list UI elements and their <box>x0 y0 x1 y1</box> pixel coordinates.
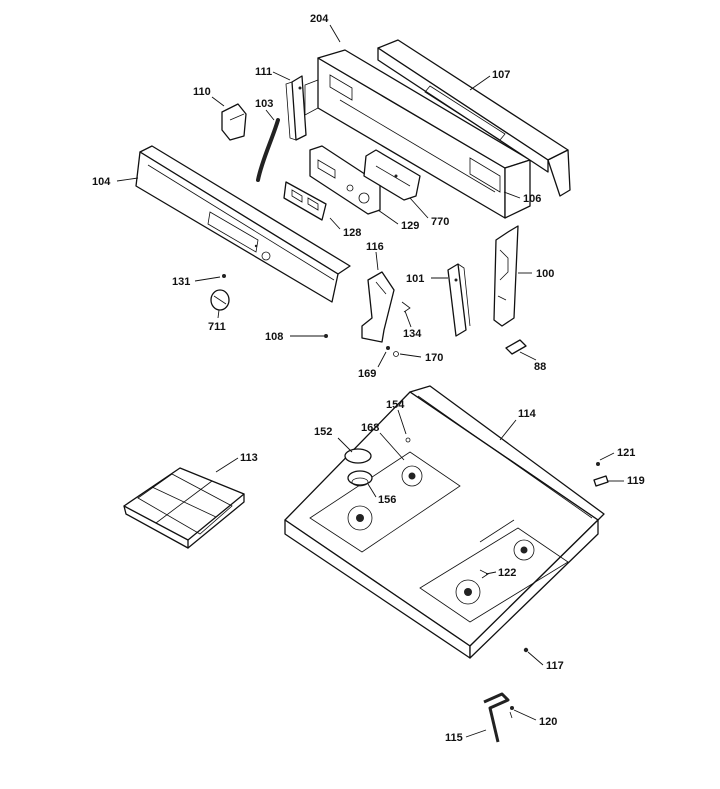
label-103: 103 <box>255 98 273 110</box>
label-110: 110 <box>193 86 211 98</box>
label-107: 107 <box>492 69 510 81</box>
leader-lines <box>116 24 624 738</box>
label-169: 169 <box>358 368 376 380</box>
label-122: 122 <box>498 567 516 579</box>
label-88: 88 <box>534 361 546 373</box>
control-knob <box>210 289 230 311</box>
label-131: 131 <box>172 276 190 288</box>
label-129: 129 <box>401 220 419 232</box>
burner-head-cap <box>344 437 411 487</box>
label-204: 204 <box>310 13 329 25</box>
label-108: 108 <box>265 331 283 343</box>
side-bracket-right <box>447 263 471 337</box>
gas-filter-bracket <box>361 271 395 343</box>
control-panel <box>135 145 351 303</box>
backsplash-panel <box>304 49 531 219</box>
grate <box>123 467 245 549</box>
label-152: 152 <box>314 426 332 438</box>
side-bracket-left <box>285 75 307 141</box>
end-panel <box>493 225 519 327</box>
small-parts <box>222 274 411 357</box>
label-101: 101 <box>406 273 424 285</box>
top-trim <box>377 39 571 197</box>
label-120: 120 <box>539 716 557 728</box>
label-170: 170 <box>425 352 443 364</box>
label-711: 711 <box>208 321 226 333</box>
spacer <box>505 339 527 355</box>
switch-board <box>283 181 327 221</box>
cooktop <box>284 385 605 659</box>
label-119: 119 <box>627 475 645 487</box>
orifice-tube <box>483 692 514 743</box>
label-156: 156 <box>378 494 396 506</box>
label-113: 113 <box>240 452 258 464</box>
igniter-switch <box>221 103 247 141</box>
screws <box>479 462 609 653</box>
label-106: 106 <box>523 193 541 205</box>
label-134: 134 <box>403 328 422 340</box>
label-114: 114 <box>518 408 537 420</box>
label-168: 168 <box>361 422 379 434</box>
label-111: 111 <box>255 66 272 78</box>
part-labels: 204 107 111 110 103 104 106 128 129 770 … <box>92 13 645 744</box>
clock-board <box>309 145 381 215</box>
label-121: 121 <box>617 447 635 459</box>
label-770: 770 <box>431 216 449 228</box>
wire-harness <box>256 118 280 182</box>
label-100: 100 <box>536 268 554 280</box>
label-154: 154 <box>386 399 405 411</box>
label-116: 116 <box>366 241 384 253</box>
label-115: 115 <box>445 732 463 744</box>
label-128: 128 <box>343 227 361 239</box>
electronic-control <box>363 149 421 201</box>
label-104: 104 <box>92 176 111 188</box>
label-117: 117 <box>546 660 564 672</box>
